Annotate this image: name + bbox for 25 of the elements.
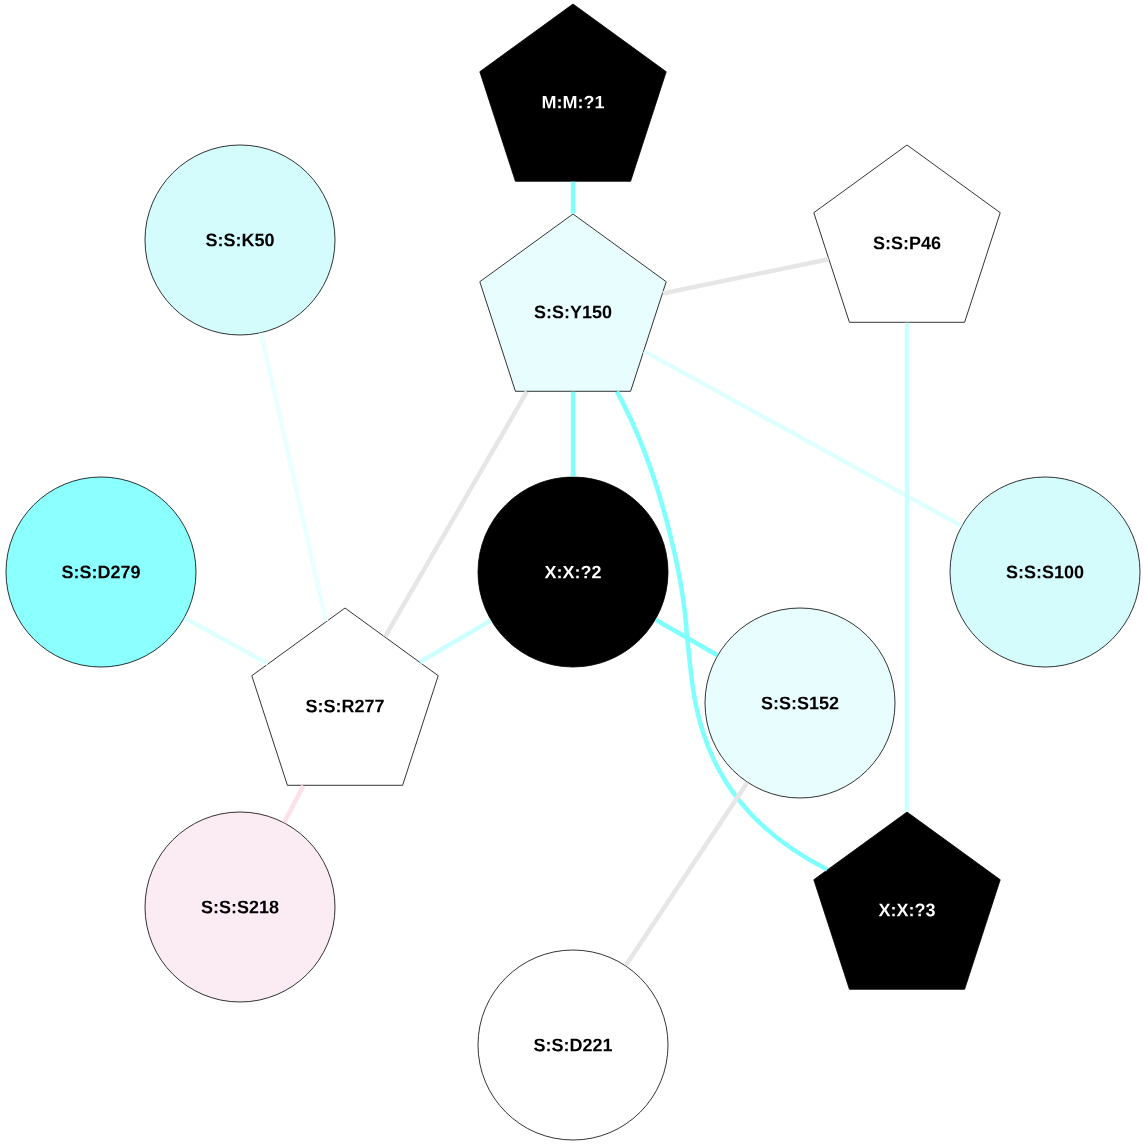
pentagon-node: S:S:P46 [813,144,1001,323]
circle-node: S:S:S218 [144,811,336,1003]
connector-line [183,615,269,666]
connector-line [570,181,576,214]
circle-node: S:S:S152 [704,607,896,799]
connector-line [570,391,576,477]
connector-line [282,784,306,824]
circle-node: S:S:D279 [5,476,197,668]
circle-node: S:S:D221 [477,949,669,1141]
connector-line [654,617,719,658]
pentagon-node: S:S:Y150 [479,213,667,392]
circle-node: X:X:?2 [477,476,669,668]
circle-node: S:S:K50 [144,144,336,336]
circle-node: S:S:S100 [949,476,1141,668]
connector-line [383,390,529,638]
pentagon-node: S:S:R277 [251,607,439,786]
pentagon-node: M:M:?1 [479,3,667,182]
connector-line [258,332,329,622]
connector-line [623,781,750,967]
connector-line [643,349,963,528]
connector-line [662,257,829,296]
connector-line [614,390,829,872]
connector-line [418,618,492,664]
pentagon-node: X:X:?3 [813,811,1001,990]
connector-line [904,322,910,812]
